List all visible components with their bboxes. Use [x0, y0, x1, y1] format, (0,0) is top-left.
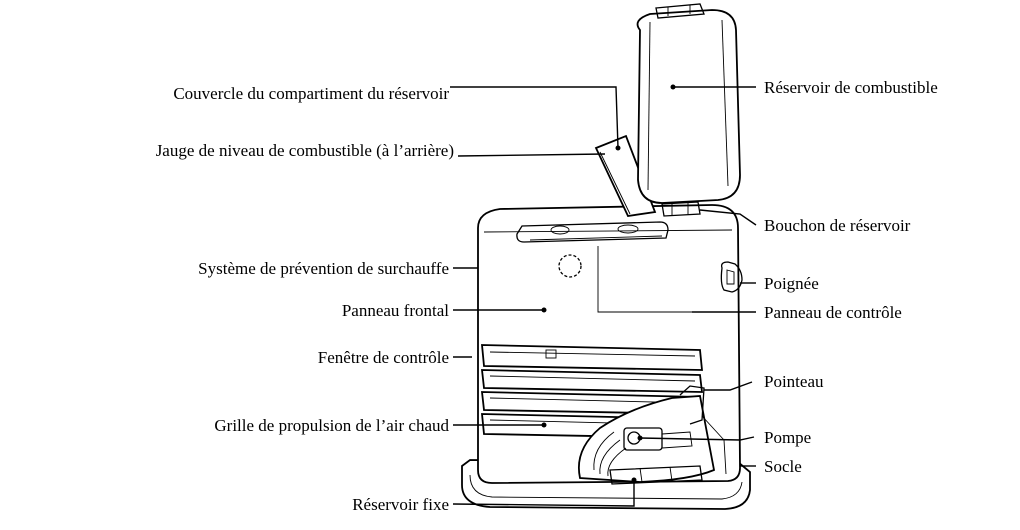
leader-fuel-gauge	[457, 153, 606, 157]
label-handle: Poignée	[764, 274, 819, 293]
labels-left: Couvercle du compartiment du réservoir J…	[156, 84, 454, 514]
label-fuel-gauge: Jauge de niveau de combustible (à l’arri…	[156, 141, 454, 160]
leader-fixed-tank	[452, 480, 635, 507]
label-overheat: Système de prévention de surchauffe	[198, 259, 449, 278]
tank-compartment-lid	[594, 134, 657, 217]
label-pump: Pompe	[764, 428, 811, 447]
label-front-panel: Panneau frontal	[342, 301, 449, 320]
heater-illustration	[461, 3, 751, 510]
label-fuel-tank: Réservoir de combustible	[764, 78, 938, 97]
label-base: Socle	[764, 457, 802, 476]
label-control-panel: Panneau de contrôle	[764, 303, 902, 322]
leader-needle	[704, 381, 753, 391]
tank-cap	[661, 201, 701, 217]
handle	[720, 261, 743, 293]
overheat-dial	[558, 254, 582, 278]
leader-lines	[450, 86, 757, 507]
label-tank-lid: Couvercle du compartiment du réservoir	[173, 84, 449, 103]
leader-pump	[639, 436, 755, 441]
labels-right: Réservoir de combustible Bouchon de rése…	[764, 78, 938, 476]
control-plate	[516, 221, 669, 243]
needle-valve	[679, 385, 705, 425]
cutaway-interior	[578, 385, 727, 485]
control-panel-box	[597, 246, 692, 313]
label-fixed-tank: Réservoir fixe	[352, 495, 449, 514]
label-needle: Pointeau	[764, 372, 824, 391]
fuel-tank	[636, 9, 741, 204]
leader-tank-cap	[699, 209, 757, 226]
label-control-window: Fenêtre de contrôle	[318, 348, 449, 367]
anchor-dots	[541, 84, 676, 483]
leader-tank-lid	[450, 86, 619, 149]
label-warm-air-grille: Grille de propulsion de l’air chaud	[214, 416, 449, 435]
label-tank-cap: Bouchon de réservoir	[764, 216, 911, 235]
